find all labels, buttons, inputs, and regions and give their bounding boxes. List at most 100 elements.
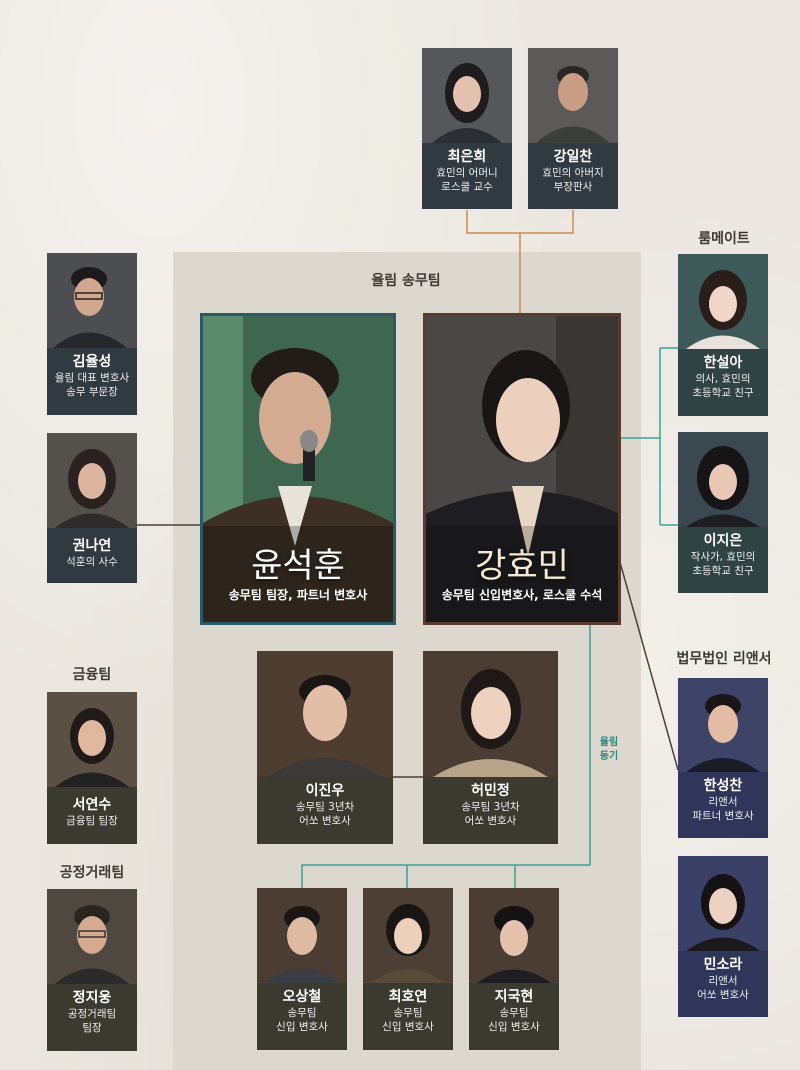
portrait-photo [363, 888, 453, 983]
person-desc-line2: 초등학교 친구 [678, 386, 768, 400]
fair-trade-label: 공정거래팀 [48, 862, 136, 882]
person-desc-line2: 로스쿨 교수 [422, 180, 512, 194]
portrait-photo [47, 433, 137, 528]
person-card-kwon-nayeon[interactable]: 권나연 석훈의 사수 [47, 433, 137, 583]
lead-card-kang-hyomin[interactable]: 강효민 송무팀 신입변호사, 로스쿨 수석 [423, 313, 621, 625]
info-box: 서연수 금융팀 팀장 [47, 787, 137, 844]
portrait-photo [47, 692, 137, 787]
person-name: 이지은 [678, 532, 768, 550]
person-desc-line1: 효민의 아버지 [528, 166, 618, 180]
person-card-lee-jieun[interactable]: 이지은 작사가, 효민의 초등학교 친구 [678, 432, 768, 593]
info-box: 최은희 효민의 어머니 로스쿨 교수 [422, 143, 512, 209]
info-box: 이진우 송무팀 3년차 어쏘 변호사 [257, 777, 393, 844]
person-name: 한설아 [678, 354, 768, 372]
info-box: 오상철 송무팀 신입 변호사 [257, 983, 347, 1050]
portrait-photo [423, 651, 558, 777]
info-box: 강일찬 효민의 아버지 부장판사 [528, 143, 618, 209]
portrait-photo [257, 651, 393, 777]
person-desc-line1: 송무팀 [363, 1006, 453, 1020]
person-card-lee-jinwoo[interactable]: 이진우 송무팀 3년차 어쏘 변호사 [257, 651, 393, 844]
person-desc-line2: 신입 변호사 [469, 1020, 559, 1034]
person-desc-line2: 어쏘 변호사 [678, 988, 768, 1002]
person-card-min-sora[interactable]: 민소라 리앤서 어쏘 변호사 [678, 856, 768, 1017]
person-desc-line2: 신입 변호사 [363, 1020, 453, 1034]
person-desc-line2: 어쏘 변호사 [423, 814, 558, 828]
person-name: 민소라 [678, 956, 768, 974]
person-desc-line1: 공정거래팀 [47, 1007, 137, 1021]
portrait-photo [47, 253, 137, 348]
person-card-seo-yeonsu[interactable]: 서연수 금융팀 팀장 [47, 692, 137, 844]
portrait-photo [678, 856, 768, 951]
info-box: 권나연 석훈의 사수 [47, 528, 137, 583]
finance-label: 금융팀 [48, 664, 136, 684]
info-box: 허민정 송무팀 3년차 어쏘 변호사 [423, 777, 558, 844]
person-desc-line2: 파트너 변호사 [678, 809, 768, 823]
person-name: 권나연 [47, 537, 137, 555]
person-desc-line1: 효민의 어머니 [422, 166, 512, 180]
person-desc-line2: 어쏘 변호사 [257, 814, 393, 828]
roommate-connector [618, 348, 678, 525]
portrait-photo [257, 888, 347, 983]
person-desc-line1: 송무팀 [257, 1006, 347, 1020]
person-name: 정지웅 [47, 989, 137, 1007]
info-box: 이지은 작사가, 효민의 초등학교 친구 [678, 527, 768, 593]
person-card-ji-gukhyeon[interactable]: 지국현 송무팀 신입 변호사 [469, 888, 559, 1050]
person-desc-line1: 석훈의 사수 [47, 555, 137, 569]
portrait-photo [422, 48, 512, 143]
person-name: 최은희 [422, 148, 512, 166]
team-label: 율림 송무팀 [352, 270, 460, 290]
reliance-label: 법무법인 리앤서 [662, 648, 786, 668]
portrait-photo [678, 678, 768, 772]
portrait-photo [678, 254, 768, 349]
person-name: 허민정 [423, 782, 558, 800]
person-card-choi-hoyeon[interactable]: 최호연 송무팀 신입 변호사 [363, 888, 453, 1050]
person-desc-line1: 의사, 효민의 [678, 372, 768, 386]
person-card-kang-ilchan[interactable]: 강일찬 효민의 아버지 부장판사 [528, 48, 618, 209]
cohort-label: 율림 동기 [594, 736, 624, 764]
person-card-han-seola[interactable]: 한설아 의사, 효민의 초등학교 친구 [678, 254, 768, 416]
person-desc-line1: 율림 대표 변호사 [47, 371, 137, 385]
info-box: 정지웅 공정거래팀 팀장 [47, 984, 137, 1051]
person-card-oh-sangcheol[interactable]: 오상철 송무팀 신입 변호사 [257, 888, 347, 1050]
person-desc-line1: 송무팀 3년차 [257, 800, 393, 814]
person-name: 강일찬 [528, 148, 618, 166]
person-card-choi-eunhui[interactable]: 최은희 효민의 어머니 로스쿨 교수 [422, 48, 512, 209]
person-card-kim-yulseong[interactable]: 김율성 율림 대표 변호사 송무 부문장 [47, 253, 137, 415]
person-desc-line1: 작사가, 효민의 [678, 550, 768, 564]
person-card-heo-minjeong[interactable]: 허민정 송무팀 3년차 어쏘 변호사 [423, 651, 558, 844]
person-desc-line1: 송무팀 3년차 [423, 800, 558, 814]
person-name: 한성찬 [678, 777, 768, 795]
info-box: 김율성 율림 대표 변호사 송무 부문장 [47, 348, 137, 415]
portrait-photo [469, 888, 559, 983]
person-desc-line2: 초등학교 친구 [678, 564, 768, 578]
person-card-han-seongchan[interactable]: 한성찬 리앤서 파트너 변호사 [678, 678, 768, 838]
person-desc-line1: 리앤서 [678, 795, 768, 809]
portrait-photo [678, 432, 768, 527]
person-name: 오상철 [257, 988, 347, 1006]
lead-name: 윤석훈 [203, 538, 393, 587]
lead-desc: 송무팀 신입변호사, 로스쿨 수석 [426, 586, 618, 603]
roommate-label: 룸메이트 [680, 228, 768, 248]
info-box: 한성찬 리앤서 파트너 변호사 [678, 772, 768, 838]
person-name: 김율성 [47, 353, 137, 371]
person-desc-line1: 금융팀 팀장 [47, 814, 137, 828]
person-desc-line2: 송무 부문장 [47, 385, 137, 399]
lead-card-yoon-seokhun[interactable]: 윤석훈 송무팀 팀장, 파트너 변호사 [200, 313, 396, 625]
person-desc-line2: 신입 변호사 [257, 1020, 347, 1034]
person-desc-line2: 팀장 [47, 1021, 137, 1035]
person-desc-line1: 송무팀 [469, 1006, 559, 1020]
person-name: 지국현 [469, 988, 559, 1006]
portrait-photo [528, 48, 618, 143]
person-name: 서연수 [47, 796, 137, 814]
info-box: 민소라 리앤서 어쏘 변호사 [678, 951, 768, 1017]
person-card-jeong-jiung[interactable]: 정지웅 공정거래팀 팀장 [47, 889, 137, 1051]
portrait-photo [47, 889, 137, 984]
info-box: 지국현 송무팀 신입 변호사 [469, 983, 559, 1050]
lead-name: 강효민 [426, 538, 618, 587]
person-name: 이진우 [257, 782, 393, 800]
parents-connector [467, 210, 573, 313]
person-desc-line2: 부장판사 [528, 180, 618, 194]
person-name: 최호연 [363, 988, 453, 1006]
person-desc-line1: 리앤서 [678, 974, 768, 988]
info-box: 최호연 송무팀 신입 변호사 [363, 983, 453, 1050]
